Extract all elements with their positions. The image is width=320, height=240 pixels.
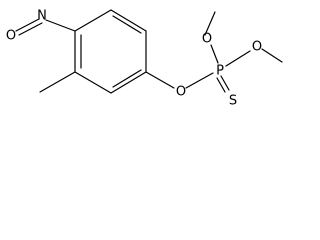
nitrogen-label: N: [37, 9, 47, 24]
methoxy-1-methyl: [204, 11, 216, 36]
bond-ring-ester-oxygen: [145, 71, 175, 89]
methoxy-oxygen-2-label: O: [252, 40, 262, 55]
ring-bond-top-right: [110, 9, 147, 32]
methyl-bond: [39, 71, 76, 93]
bond-o-n-double-1: [15, 18, 40, 32]
bond-o-n-double-2: [18, 22, 43, 36]
methoxy-oxygen-1-label: O: [202, 32, 212, 47]
bond-ester-oxygen-phosphorus: [185, 72, 214, 89]
nitroso-group: [15, 18, 76, 36]
structure-diagram: O N O P O O S: [6, 9, 283, 109]
ring-bond-inner-bottom-right: [112, 69, 142, 88]
methoxy-2-methyl: [261, 48, 283, 63]
atom-labels: O N O P O O S: [6, 9, 262, 109]
ring-bond-bottom-left: [74, 71, 112, 94]
nitroso-oxygen-label: O: [6, 29, 16, 44]
ester-oxygen-label: O: [176, 85, 186, 100]
bond-phosphorus-methoxy-2: [225, 50, 251, 67]
ring-bond-top-left-top: [74, 9, 112, 32]
ring-bond-inner-top-right: [112, 15, 142, 34]
bond-phosphorus-sulfur-1: [216, 77, 226, 93]
benzene-ring: [74, 9, 147, 94]
bond-phosphorus-sulfur-2: [220, 75, 230, 91]
bond-phosphorus-methoxy-1: [210, 44, 219, 64]
phosphorothioate-group: [145, 11, 283, 93]
bond-n-ring: [45, 19, 76, 32]
phosphorus-label: P: [216, 64, 224, 79]
ring-bond-bottom-right: [110, 71, 147, 94]
sulfur-label: S: [229, 94, 237, 109]
